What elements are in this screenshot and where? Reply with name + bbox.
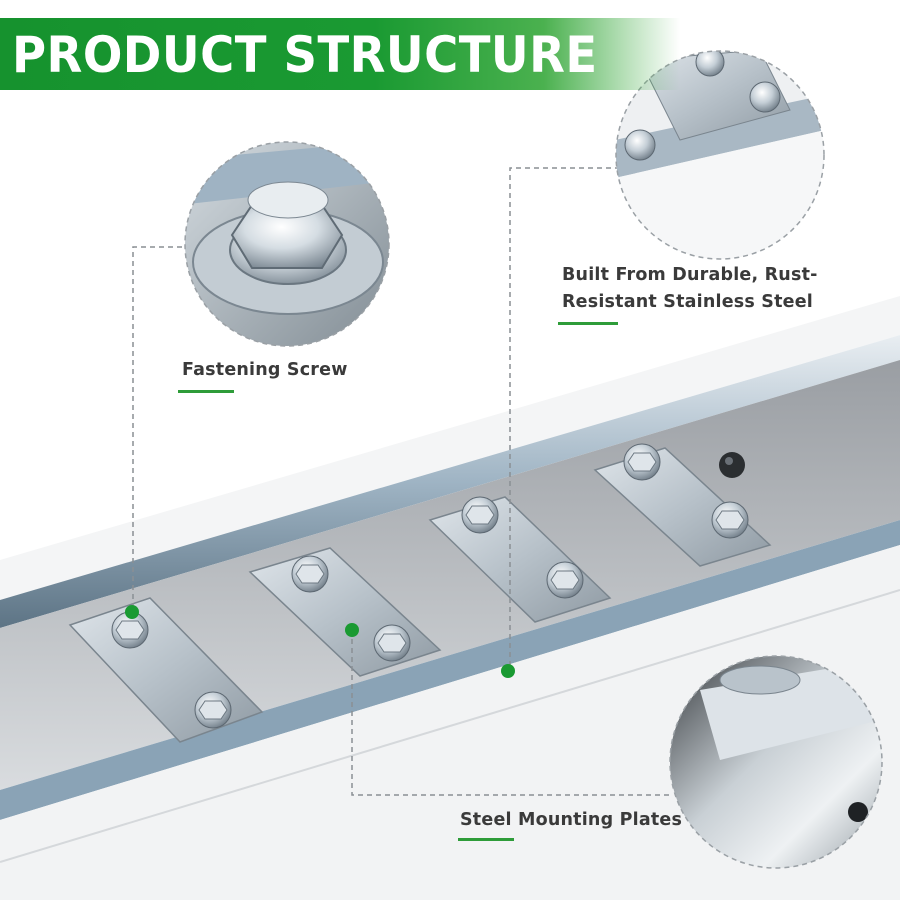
leader-line-fastening-screw — [132, 246, 200, 612]
channel-top-flange — [0, 296, 900, 600]
leader-line-stainless-steel — [509, 167, 620, 670]
bolt — [373, 624, 411, 662]
zoom-circle-fastening-screw — [184, 141, 390, 347]
bolt — [194, 691, 232, 729]
leader-lines — [132, 167, 672, 796]
label-mounting-plates: Steel Mounting Plates — [460, 810, 683, 830]
label-underline — [458, 838, 514, 841]
callout-dot — [345, 623, 359, 637]
dark-bolt — [719, 452, 745, 478]
label-fastening-screw: Fastening Screw — [182, 360, 348, 380]
bolt — [711, 501, 749, 539]
bolt — [111, 611, 149, 649]
label-underline — [178, 390, 234, 393]
zoom-circle-mounting-plates — [669, 655, 883, 869]
channel-front-face — [0, 545, 900, 900]
callout-dot — [125, 605, 139, 619]
label-underline — [558, 322, 618, 325]
bolts — [111, 443, 749, 729]
bolt — [623, 443, 661, 481]
label-stainless-line2: Resistant Stainless Steel — [562, 292, 813, 312]
label-stainless-line1: Built From Durable, Rust- — [562, 265, 818, 285]
leader-line-mounting-plates — [351, 630, 672, 796]
callout-dot — [501, 664, 515, 678]
page-title: PRODUCT STRUCTURE — [12, 26, 598, 84]
bolt — [291, 555, 329, 593]
bolt — [461, 496, 499, 534]
rail-bottom-edge — [0, 520, 900, 820]
bolt — [546, 561, 584, 599]
callout-dots — [125, 605, 515, 678]
title-banner — [0, 18, 680, 90]
rail-top-edge — [0, 335, 900, 628]
